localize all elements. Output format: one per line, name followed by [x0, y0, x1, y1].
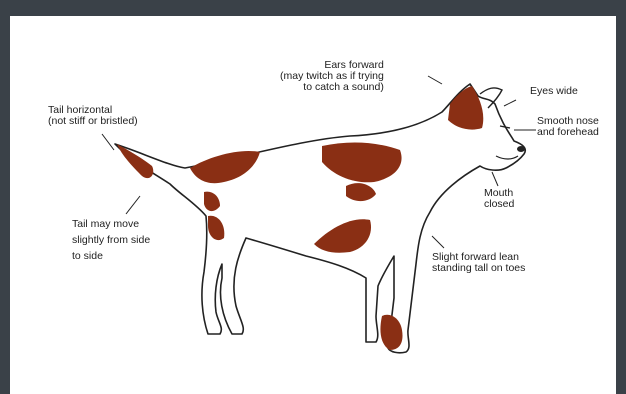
pointer-tail-move [126, 196, 140, 214]
label-ears: Ears forward (may twitch as if trying to… [280, 60, 384, 93]
pointer-lean [432, 236, 444, 248]
label-tail-move: Tail may move slightly from side to side [72, 216, 150, 264]
label-lean: Slight forward lean standing tall on toe… [432, 252, 525, 274]
label-tail-horizontal: Tail horizontal (not stiff or bristled) [48, 105, 138, 127]
pointer-eyes [504, 100, 516, 106]
label-eyes: Eyes wide [530, 86, 578, 97]
diagram-panel: Tail horizontal (not stiff or bristled) … [10, 16, 616, 394]
label-mouth: Mouth closed [484, 188, 514, 210]
nose-mark [517, 146, 525, 152]
head-patch [448, 86, 483, 130]
pointer-tail-horizontal [102, 134, 114, 150]
label-nose: Smooth nose and forehead [537, 116, 599, 138]
pointer-ears [428, 76, 442, 84]
pointer-mouth [492, 172, 498, 186]
